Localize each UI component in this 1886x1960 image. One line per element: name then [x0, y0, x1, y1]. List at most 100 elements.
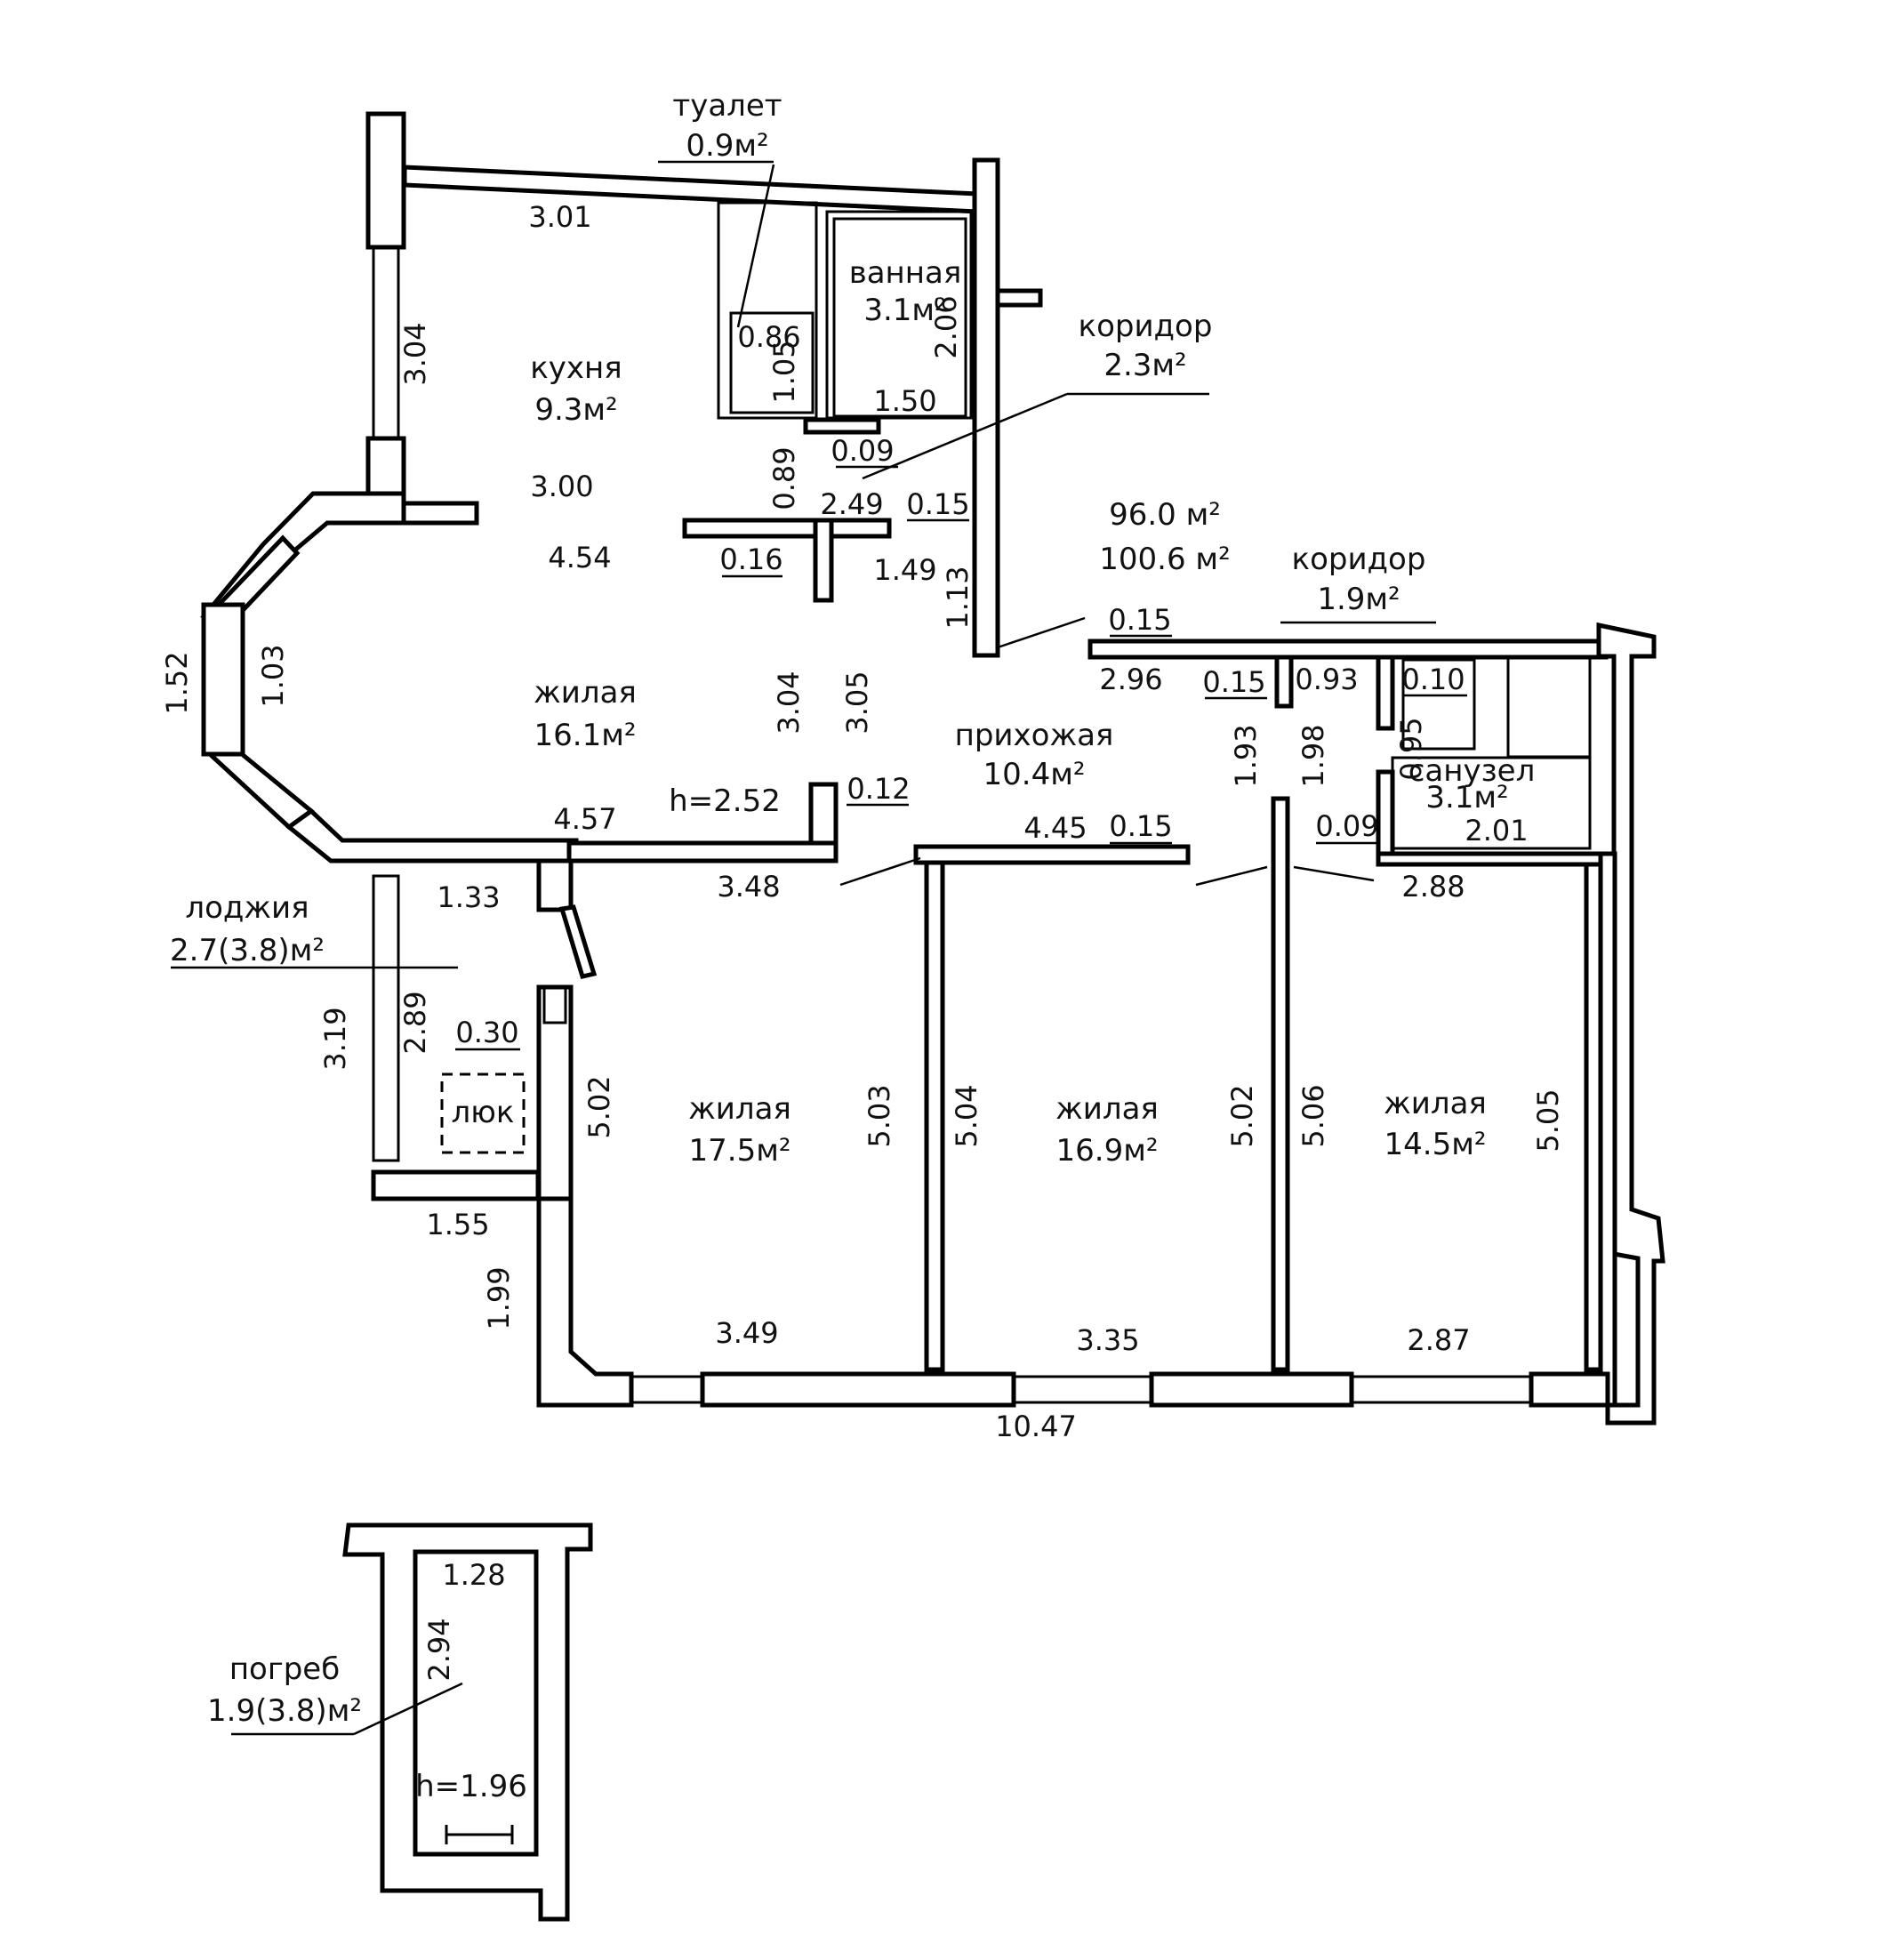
bay-window-lower: [204, 751, 316, 831]
wall-kitchen-stub: [401, 501, 479, 526]
living2-area: 17.5м²: [689, 1133, 791, 1169]
corridor2-area: 1.9м²: [1317, 582, 1400, 617]
wall-partition-1: [682, 518, 892, 539]
dim-3-05: 3.05: [840, 671, 874, 734]
cellar-inner: [413, 1549, 539, 1857]
dim-3-49: 3.49: [715, 1316, 778, 1350]
dim-2-49: 2.49: [820, 487, 883, 521]
dim-1-98: 1.98: [1296, 724, 1330, 787]
dim-2-01: 2.01: [1465, 814, 1528, 847]
dim-1-52: 1.52: [160, 651, 194, 714]
wall-sanuzel-left-top: [1376, 655, 1395, 731]
dim-2-96: 2.96: [1099, 663, 1162, 696]
loggia-window-small: [542, 985, 567, 1024]
dim-5-02a: 5.02: [582, 1075, 616, 1138]
dim-5-03: 5.03: [863, 1084, 896, 1147]
dim-3-19: 3.19: [318, 1007, 352, 1070]
wall-room2-3: [924, 860, 945, 1372]
wall-bath-bottom: [803, 417, 881, 435]
dimension-underlines: [455, 465, 1467, 1051]
kitchen-name: кухня: [530, 350, 622, 386]
wall-bath-stub: [995, 288, 1043, 308]
room-labels: туалет 0.9м² ванная 3.1м² кухня 9.3м² ко…: [170, 88, 1535, 1804]
dimension-labels: 3.01 3.04 0.86 1.05 2.06 1.50 0.09 0.89 …: [160, 200, 1565, 1682]
dim-1-28: 1.28: [442, 1558, 505, 1592]
living1-area: 16.1м²: [534, 718, 637, 753]
dim-3-04a: 3.04: [398, 322, 432, 385]
living2-name: жилая: [688, 1091, 791, 1127]
dim-2-87: 2.87: [1407, 1323, 1470, 1357]
window-bottom-3: [1350, 1375, 1533, 1404]
bath-name: ванная: [849, 255, 962, 291]
loggia-name: лоджия: [185, 890, 309, 926]
wall-hall-room: [913, 844, 1191, 865]
dim-2-06: 2.06: [929, 295, 963, 358]
dim-1-99: 1.99: [482, 1266, 516, 1329]
dim-1-49: 1.49: [873, 553, 936, 587]
dim-2-88: 2.88: [1401, 870, 1465, 904]
leader-hall-1: [839, 856, 921, 887]
corridor1-area: 2.3м²: [1104, 348, 1186, 383]
wall-partition-4: [566, 840, 839, 864]
dim-0-16: 0.16: [719, 542, 782, 576]
dim-0-15b: 0.15: [1108, 603, 1171, 637]
wall-corridor2-stub: [1274, 655, 1294, 709]
kitchen-window: [372, 245, 400, 440]
dim-1-05: 1.05: [767, 340, 801, 403]
hall-name: прихожая: [955, 718, 1114, 753]
bay-wall-lower: [285, 807, 579, 864]
wall-kitchen-left-top: [365, 111, 406, 250]
wall-sanuzel-left-bottom: [1376, 769, 1395, 856]
kitchen-area: 9.3м²: [534, 392, 617, 428]
leader-corridor1-diag: [862, 392, 1068, 480]
dim-2-94: 2.94: [422, 1618, 456, 1681]
wall-sanuzel-bottom: [1376, 851, 1603, 867]
wall-partition-2: [813, 518, 834, 603]
dim-1-93: 1.93: [1229, 724, 1263, 787]
loggia-area: 2.7(3.8)м²: [170, 933, 325, 968]
dim-3-01: 3.01: [528, 200, 591, 234]
wall-top: [402, 165, 981, 214]
wall-room4-right: [1584, 862, 1603, 1372]
wall-loggia-right: [536, 858, 574, 912]
sanuzel-name: санузел: [1408, 753, 1536, 789]
living3-name: жилая: [1055, 1091, 1159, 1127]
total-area-total: 100.6 м²: [1099, 542, 1230, 577]
wall-corridor2-top: [1087, 639, 1609, 660]
dim-1-33: 1.33: [437, 880, 500, 914]
dim-3-00: 3.00: [530, 470, 593, 503]
leader-lines: [171, 160, 1436, 1736]
bath-area: 3.1м²: [863, 293, 946, 328]
living4-name: жилая: [1384, 1086, 1487, 1121]
leader-2-88: [1293, 865, 1375, 882]
dim-0-95: 0.95: [1394, 717, 1428, 780]
living4-area: 14.5м²: [1384, 1127, 1487, 1162]
dim-0-09a: 0.09: [831, 434, 894, 468]
living3-area: 16.9м²: [1056, 1133, 1159, 1169]
toilet-inner: [729, 311, 815, 414]
hatch-label: люк: [452, 1095, 515, 1130]
dim-5-02b: 5.02: [1225, 1084, 1259, 1147]
dim-0-93: 0.93: [1295, 663, 1358, 696]
dim-3-35: 3.35: [1076, 1323, 1139, 1357]
dim-4-54: 4.54: [548, 541, 611, 574]
dim-0-15a: 0.15: [906, 487, 969, 521]
living1-name: жилая: [534, 675, 637, 711]
hatch-outline: [440, 1072, 526, 1154]
cellar-height: h=1.96: [415, 1769, 527, 1804]
dim-1-55: 1.55: [426, 1208, 489, 1241]
leader-1-13: [997, 616, 1086, 649]
bath-outline: [825, 210, 973, 420]
dim-0-10: 0.10: [1401, 663, 1465, 696]
dim-0-30: 0.30: [455, 1016, 518, 1049]
walls: [200, 111, 1665, 1922]
dim-0-15c: 0.15: [1202, 665, 1265, 699]
dim-0-15d: 0.15: [1109, 809, 1172, 843]
dim-4-57: 4.57: [553, 802, 616, 836]
sanuzel-inner: [1391, 756, 1592, 850]
dim-0-09b: 0.09: [1315, 809, 1378, 843]
loggia-door: [558, 904, 598, 979]
corridor2-name: коридор: [1292, 542, 1426, 577]
leader-hall-2: [1195, 865, 1268, 887]
